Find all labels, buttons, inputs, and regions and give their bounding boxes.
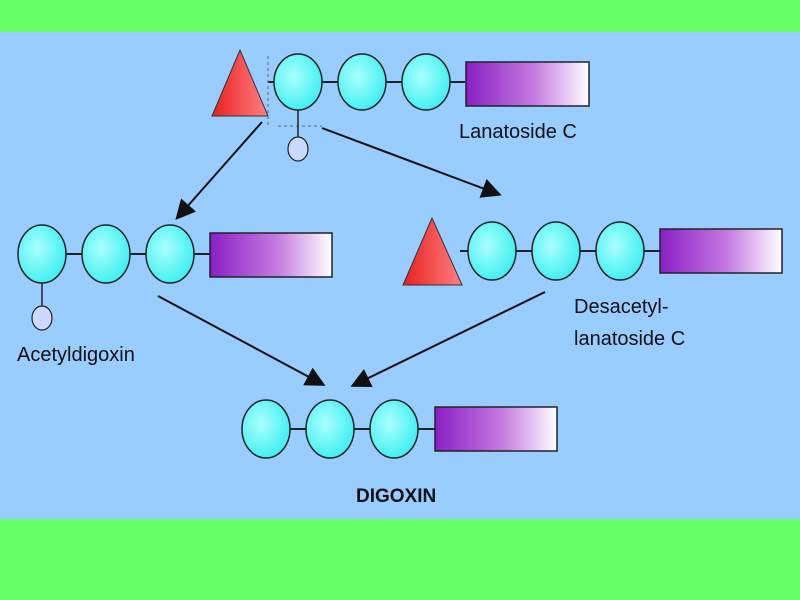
digitoxose-sugar <box>369 399 419 459</box>
arrow-desacetyl-to-digoxin <box>350 291 546 387</box>
digitoxose-sugar <box>401 53 451 111</box>
label-desacetyl-line2: lanatoside C <box>574 328 686 350</box>
molecule-digoxin <box>241 399 558 459</box>
label-acetyldigoxin: Acetyldigoxin <box>17 344 135 366</box>
glucose-triangle <box>211 48 269 117</box>
digitoxose-sugar <box>17 224 67 284</box>
molecule-lanatoside-c <box>211 48 590 162</box>
digitoxose-sugar <box>241 399 291 459</box>
arrow-to-desacetyl-lanatoside-c <box>321 127 502 198</box>
acetyl-group <box>31 305 53 331</box>
digitoxose-sugar <box>337 53 387 111</box>
digitoxose-sugar <box>273 53 323 111</box>
digitoxose-sugar <box>531 221 581 281</box>
digitoxose-sugar <box>81 224 131 284</box>
aglycone-block <box>465 61 590 107</box>
acetyl-group <box>287 136 309 162</box>
molecule-acetyldigoxin <box>17 224 333 331</box>
glucose-triangle <box>402 216 463 286</box>
arrow-to-acetyldigoxin <box>175 121 263 220</box>
label-desacetyl-line1: Desacetyl- <box>574 296 669 318</box>
label-lanatoside-c: Lanatoside C <box>459 121 577 143</box>
label-digoxin: DIGOXIN <box>356 486 437 507</box>
molecule-desacetyl-lanatoside-c <box>402 216 783 286</box>
aglycone-block <box>434 406 558 452</box>
aglycone-block <box>659 228 783 274</box>
aglycone-block <box>209 232 333 278</box>
top-green-band <box>0 0 800 32</box>
digitoxose-sugar <box>595 221 645 281</box>
digitoxose-sugar <box>145 224 195 284</box>
digitoxose-sugar <box>305 399 355 459</box>
digitoxose-sugar <box>467 221 517 281</box>
arrow-acetyldigoxin-to-digoxin <box>157 295 326 386</box>
bottom-green-band <box>0 519 800 600</box>
